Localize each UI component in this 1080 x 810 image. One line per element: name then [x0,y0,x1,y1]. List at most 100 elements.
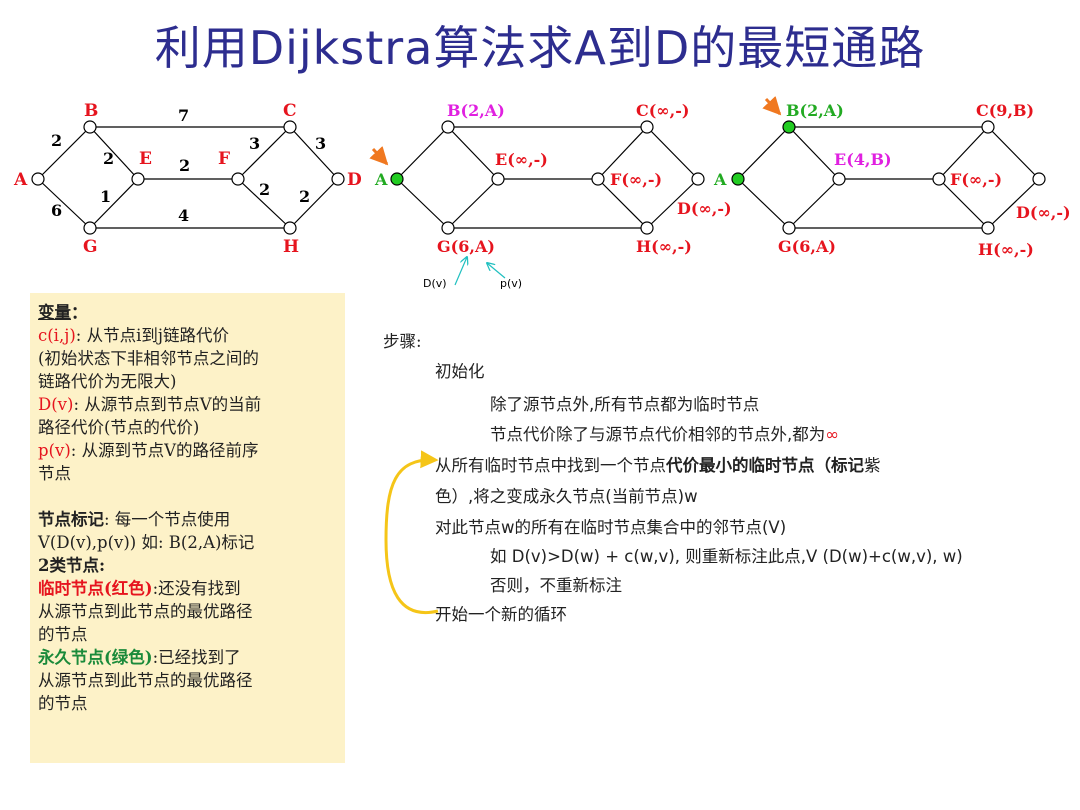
graph1-nodes [31,120,345,235]
label-D: D(∞,-) [1016,203,1071,222]
node-A-permanent [390,172,404,186]
label-A: A [713,170,727,189]
step-init: 初始化 [435,362,485,381]
pv-pointer [487,263,506,279]
node-G [782,221,796,235]
node-H [981,221,995,235]
step-init-1: 除了源节点外,所有节点都为临时节点 [490,395,760,414]
step-init-2-text: 节点代价除了与源节点代价相邻的节点外,都为 [490,425,826,444]
label-G: G(6,A) [778,237,836,256]
edge-FH [237,178,291,229]
edge-AG [37,178,91,229]
node-C [640,120,654,134]
vars-heading-line: 变量： [38,301,337,324]
label-G: G(6,A) [437,237,495,256]
label-F: F [218,149,230,169]
perm-node-desc-1: :已经找到了 [152,648,241,667]
node-C [283,120,297,134]
step-find-c: 紫 [864,456,881,475]
label-F: F(∞,-) [610,170,662,189]
label-D: D [347,170,362,190]
node-D [1032,172,1046,186]
edge-BE [447,126,499,180]
var-d-line: D(v): 从源节点到节点V的当前 [38,393,337,416]
step-neighbors: 对此节点w的所有在临时节点集合中的邻节点(V) [435,518,787,537]
label-H: H [283,237,299,257]
label-E: E(4,B) [834,150,892,169]
label-E: E(∞,-) [495,150,548,169]
var-c-line: c(i,j): 从节点i到j链路代价 [38,324,337,347]
label-B: B(2,A) [447,101,505,120]
node-A [31,172,45,186]
node-G [83,221,97,235]
label-scheme-desc-2: V(D(v),p(v)) 如: B(2,A)标记 [38,533,255,552]
current-node-arrow [369,146,389,166]
label-scheme-line: 节点标记: 每一个节点使用 [38,508,337,531]
temp-node-line: 临时节点(红色):还没有找到 [38,577,337,600]
node-E [131,172,145,186]
step-loop: 开始一个新的循环 [435,605,567,624]
node-G [441,221,455,235]
vars-heading-colon: ： [71,303,88,322]
graph-iteration-1: A B(2,A) C(9,B) D(∞,-) E(4,B) F(∞,-) G(6… [713,96,1071,259]
node-A-permanent [731,172,745,186]
step-find-b: 代价最小的临时节点（标记 [666,456,864,475]
var-c-desc-1: : 从节点i到j链路代价 [75,326,229,345]
weight-HD: 2 [299,187,310,206]
dv-pointer [454,257,467,286]
var-c-code: c(i,j) [38,326,76,345]
var-d-code: D(v) [38,395,74,414]
pv-annotation: p(v) [500,277,522,290]
perm-node-desc-3: 的节点 [38,694,88,713]
spacer [38,485,337,508]
node-F [231,172,245,186]
label-H: H(∞,-) [636,237,692,256]
node-kinds: 2类节点: [38,556,106,575]
temp-node-head: 临时节点(红色) [38,579,153,598]
graph3-nodes [731,120,1046,235]
node-F [932,172,946,186]
var-p-code: p(v) [38,441,71,460]
edge-FH [597,178,648,229]
weight-GE: 1 [100,187,111,206]
edge-GE [788,178,840,229]
label-A: A [374,170,388,189]
loop-back-arrow [384,450,439,614]
label-scheme-desc-1: : 每一个节点使用 [104,510,231,529]
graph-initial-labels: A B(2,A) C(∞,-) D(∞,-) E(∞,-) F(∞,-) G(6… [369,101,732,290]
edge-CD [987,126,1040,180]
var-d-desc-2: 路径代价(节点的代价) [38,418,200,437]
edge-FH [938,178,989,229]
node-D [331,172,345,186]
edge-BE [788,126,840,180]
label-C: C(∞,-) [636,101,689,120]
weight-CD: 3 [315,134,326,153]
step-if: 如 D(v)>D(w) + c(w,v), 则重新标注此点,V (D(w)+c(… [490,547,963,566]
graph3-edges [737,126,1040,229]
perm-node-head: 永久节点(绿色) [38,648,153,667]
graph1-weights: 2 6 7 2 1 2 4 3 3 2 2 [51,106,326,225]
edge-GE [89,178,139,229]
label-A: A [13,170,28,190]
step-find-d: 色）,将之变成永久节点(当前节点)w [435,487,698,506]
edge-CF [237,126,291,180]
infinity-symbol: ∞ [825,425,839,444]
vars-heading: 变量 [38,303,71,322]
label-F: F(∞,-) [950,170,1002,189]
weight-FH: 2 [259,180,270,199]
label-B: B(2,A) [786,101,844,120]
weight-BE: 2 [103,149,114,168]
edge-AB [737,126,790,180]
edge-AG [737,178,790,229]
label-E: E [139,149,152,169]
perm-node-desc-2: 从源节点到此节点的最优路径 [38,671,253,690]
var-d-desc-1: : 从源节点到节点V的当前 [73,395,262,414]
variables-panel: 变量： c(i,j): 从节点i到j链路代价 (初始状态下非相邻节点之间的 链路… [30,293,345,763]
edge-CD [646,126,699,180]
graph2-edges [396,126,699,229]
node-H [640,221,654,235]
label-scheme-head: 节点标记 [38,510,104,529]
perm-node-line: 永久节点(绿色):已经找到了 [38,646,337,669]
edge-HD [987,178,1040,229]
graph1-edges [37,126,339,229]
